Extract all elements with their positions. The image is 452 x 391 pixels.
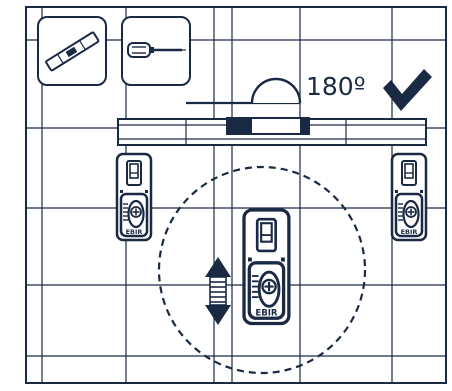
- angle-label: 180º: [306, 72, 366, 101]
- bracket-brand: EBIR: [126, 228, 143, 236]
- bracket-center: EBIR: [242, 208, 291, 326]
- check-mark-icon: [383, 69, 432, 111]
- spirit-level-icon: [37, 16, 107, 86]
- bracket-brand: EBIR: [255, 309, 278, 319]
- bracket-left: EBIR: [115, 152, 153, 242]
- level-bubble: [186, 77, 302, 105]
- level-rail: [117, 117, 427, 146]
- vertical-adjust-arrow-icon: [205, 257, 231, 325]
- bracket-right: EBIR: [390, 152, 428, 242]
- bracket-brand: EBIR: [401, 228, 418, 236]
- screwdriver-icon: [121, 16, 191, 86]
- rotation-circle: [157, 165, 367, 375]
